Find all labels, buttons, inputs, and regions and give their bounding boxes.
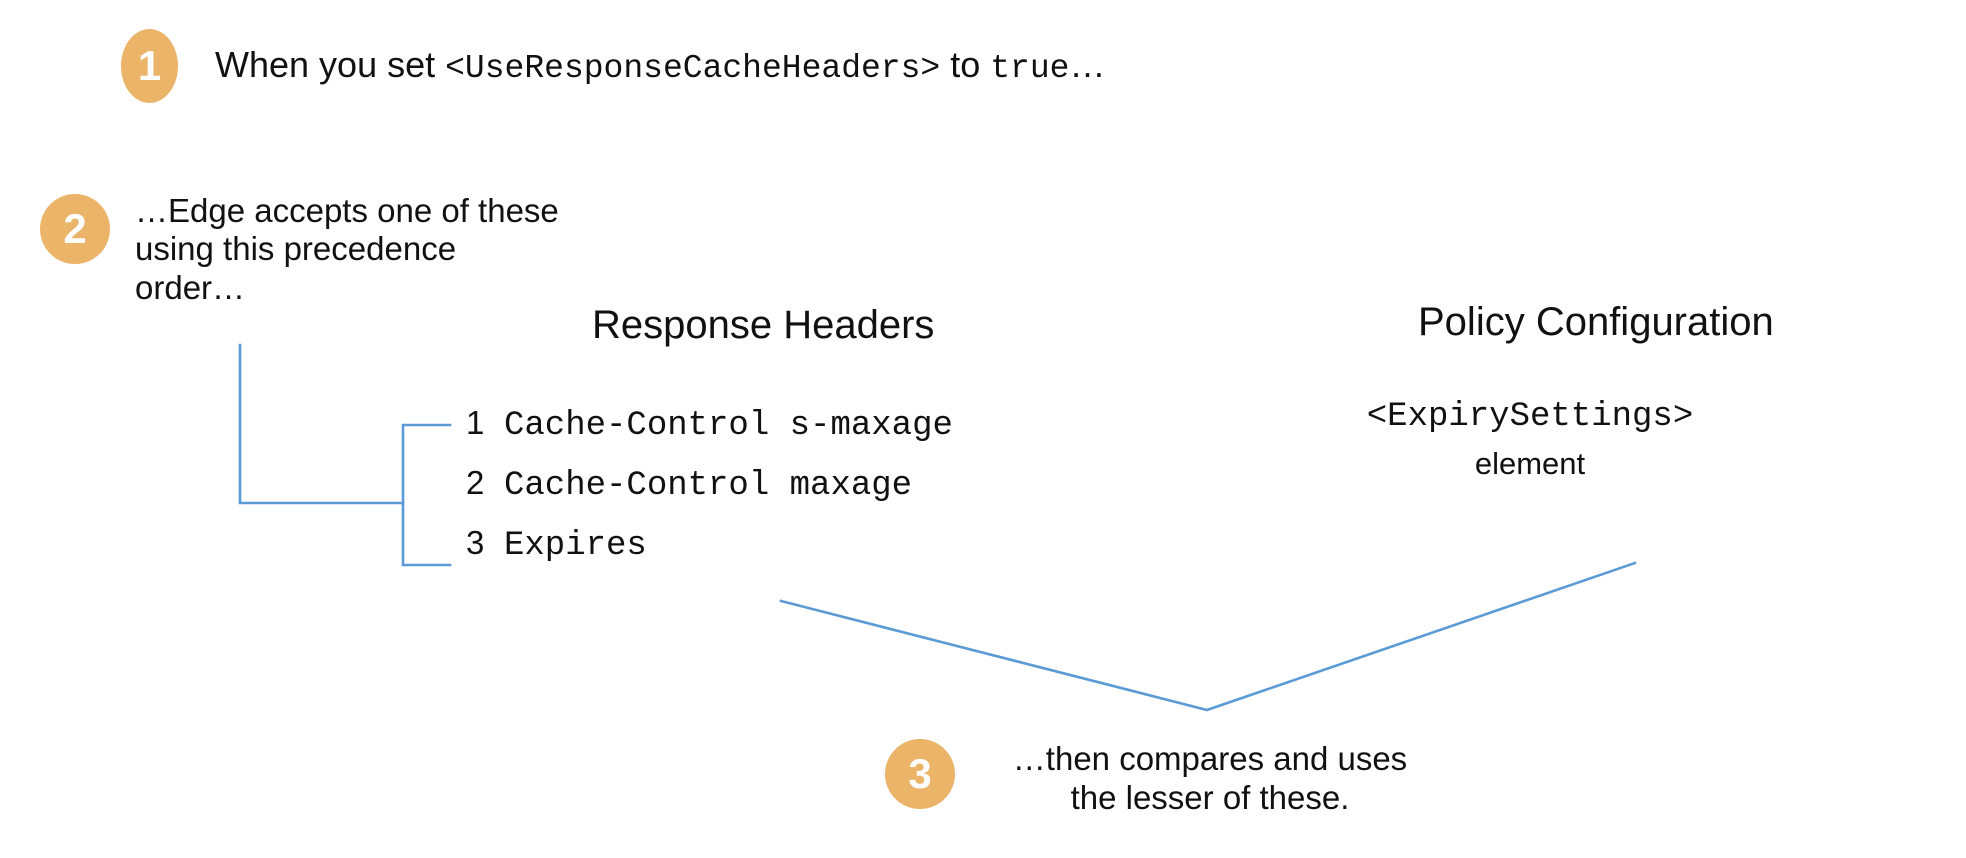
- step2-elbow-connector: [238, 343, 405, 505]
- step-1-badge: 1: [121, 29, 178, 103]
- step-1-text: When you set <UseResponseCacheHeaders> t…: [215, 44, 1105, 87]
- precedence-header-name: Expires: [504, 527, 647, 565]
- step-2-text: …Edge accepts one of these using this pr…: [135, 192, 635, 307]
- step-2-line-2: using this precedence: [135, 230, 457, 268]
- step-1-text-between: to: [940, 44, 991, 85]
- step-1-code-value: true: [990, 50, 1070, 87]
- list-item: 2 Cache-Control maxage: [466, 464, 953, 524]
- step-3-number: 3: [908, 750, 932, 797]
- step-1-text-before: When you set: [215, 44, 446, 85]
- precedence-rank: 2: [466, 464, 485, 501]
- precedence-bracket: [401, 423, 452, 567]
- step-2-number: 2: [63, 205, 87, 252]
- precedence-rank: 1: [466, 404, 485, 441]
- step-2-badge: 2: [40, 194, 110, 264]
- step-1-code-element: <UseResponseCacheHeaders>: [445, 50, 941, 87]
- policy-configuration-heading: Policy Configuration: [1418, 300, 1774, 344]
- step-1-number: 1: [137, 42, 162, 89]
- list-item: 1 Cache-Control s-maxage: [466, 404, 953, 464]
- precedence-header-name: Cache-Control maxage: [504, 467, 913, 505]
- step-2-line-3: order…: [135, 268, 246, 306]
- list-item: 3 Expires: [466, 524, 953, 584]
- step-3-line-2: the lesser of these.: [1070, 778, 1350, 816]
- step-2-line-1: …Edge accepts one of these: [135, 192, 559, 229]
- step-3-badge: 3: [885, 739, 955, 809]
- precedence-rank: 3: [466, 524, 485, 561]
- policy-element-word: element: [1474, 446, 1586, 481]
- policy-element-name: <ExpirySettings>: [1366, 398, 1694, 436]
- merge-v-connector: [779, 561, 1637, 712]
- precedence-list: 1 Cache-Control s-maxage 2 Cache-Control…: [466, 404, 953, 584]
- response-headers-heading: Response Headers: [592, 303, 935, 347]
- step-3-line-1: …then compares and uses: [1012, 740, 1408, 777]
- step-3-text: …then compares and uses the lesser of th…: [975, 740, 1445, 817]
- policy-configuration-block: <ExpirySettings> element: [1330, 398, 1730, 482]
- step-1-text-after: …: [1069, 44, 1106, 85]
- precedence-header-name: Cache-Control s-maxage: [504, 407, 953, 445]
